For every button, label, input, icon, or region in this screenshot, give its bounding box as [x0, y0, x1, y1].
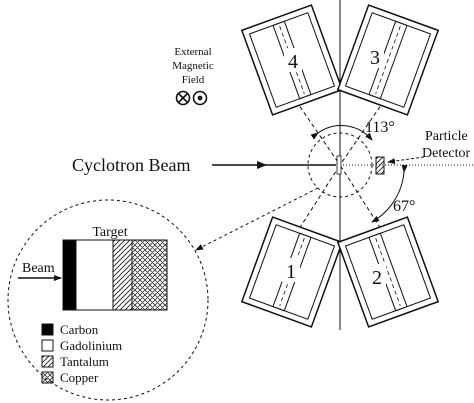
beam-label: Beam — [22, 261, 55, 276]
detector-number-1: 1 — [286, 261, 296, 283]
field-title-line2: Magnetic — [172, 60, 214, 72]
particle-detector-label-line2: Detector — [422, 146, 471, 161]
inset-pointer — [195, 187, 319, 251]
legend-label-copper: Copper — [60, 370, 99, 385]
legend-swatch-tantalum — [41, 355, 54, 368]
angle-67-label: 67° — [393, 198, 415, 215]
cyclotron-beam-label: Cyclotron Beam — [72, 155, 190, 175]
target-layer-tantalum — [112, 239, 133, 311]
field-title-line3: Field — [182, 74, 205, 86]
particle-detector — [375, 156, 385, 175]
detector-3 — [336, 4, 440, 116]
detector-number-4: 4 — [288, 51, 298, 73]
legend-swatch-gadolinium — [41, 339, 54, 352]
legend: Carbon Gadolinium Tantalum Copper — [41, 322, 122, 385]
detector-number-2: 2 — [372, 267, 382, 289]
cross-in-circle-icon — [175, 90, 191, 106]
target-foil — [336, 155, 342, 175]
angle-67-arc — [371, 164, 408, 223]
detector-number-3: 3 — [370, 47, 380, 69]
particle-detector-label-line1: Particle — [425, 129, 468, 144]
detector-2 — [336, 216, 440, 328]
angle-113-label: 113° — [365, 119, 395, 136]
angle-113-arc — [310, 125, 373, 141]
target-layer-copper — [131, 239, 168, 311]
legend-label-gadolinium: Gadolinium — [60, 338, 122, 353]
particle-detector-pointer — [387, 156, 425, 165]
legend-swatch-carbon — [41, 323, 54, 336]
target-layer-carbon — [62, 239, 77, 311]
legend-label-carbon: Carbon — [60, 322, 99, 337]
field-title-line1: External — [174, 46, 211, 58]
dot-in-circle-icon — [192, 90, 208, 106]
target-layer-gadolinium — [75, 239, 114, 311]
legend-label-tantalum: Tantalum — [60, 354, 109, 369]
legend-swatch-copper — [41, 371, 54, 384]
target-label: Target — [92, 225, 127, 240]
